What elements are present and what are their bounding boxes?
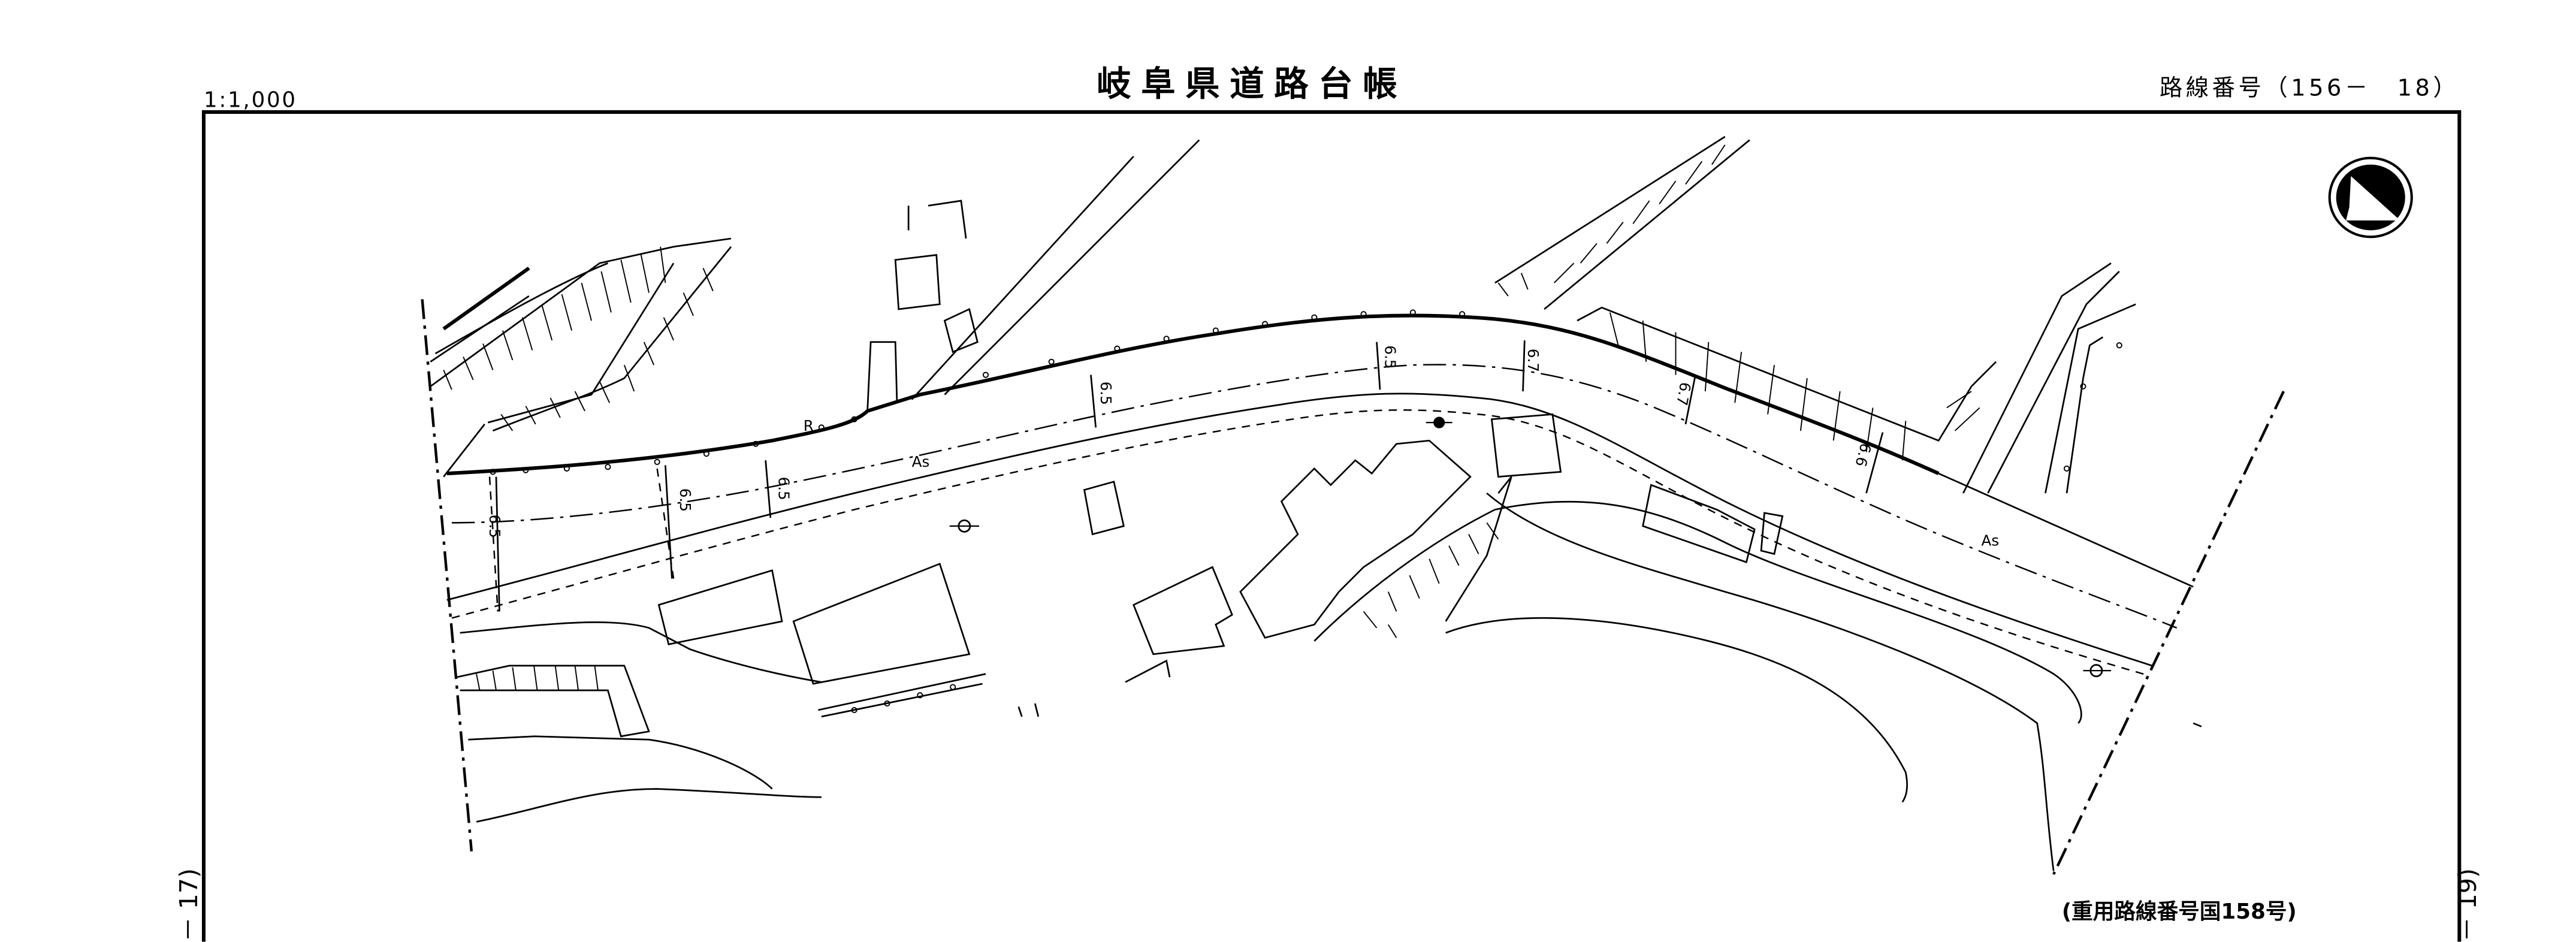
adjacent-sheet-right: － 19) — [2453, 868, 2482, 942]
road-centerline — [451, 364, 2178, 629]
width-label: 6.5 — [1097, 382, 1115, 405]
width-label: 6.5 — [677, 488, 694, 512]
surface-label: As — [1982, 532, 2000, 550]
scale-label: 1:1,000 — [204, 88, 297, 113]
width-label: 6.5 — [775, 477, 793, 500]
guardrail-posts — [490, 309, 2122, 713]
buildings — [657, 200, 1784, 717]
adjacent-sheet-left: － 17) — [174, 868, 203, 942]
map-frame — [201, 110, 2462, 942]
north-arrow-icon — [2328, 156, 2413, 238]
section-boundary-left — [421, 299, 473, 852]
page-title: 岐阜県道路台帳 — [1097, 64, 1407, 104]
width-label: 6.5 — [1381, 345, 1399, 369]
width-label: 6.5 — [486, 515, 503, 538]
width-label: 6.6 — [1852, 441, 1874, 468]
width-label: 6.7 — [1524, 349, 1542, 372]
route-number: 路線番号（156－ 18） — [2160, 75, 2459, 102]
road-edge-north — [446, 313, 1940, 476]
road-edge-south — [446, 393, 2153, 667]
survey-lines — [488, 468, 675, 612]
width-markers: 6.5 6.5 6.5 6.5 6.5 6.7 6.7 6.6 As As R — [486, 340, 2000, 612]
side-road-north — [911, 139, 1200, 400]
utility-markers — [949, 416, 2112, 678]
slope-hatch-northeast — [1494, 135, 2136, 494]
misc-label: R — [804, 417, 814, 434]
road-curb-line — [451, 409, 2149, 677]
section-boundary-right — [2052, 391, 2285, 875]
gate-post — [866, 341, 898, 411]
road-edge-north-east — [1938, 472, 2194, 588]
surface-label: As — [912, 453, 930, 470]
overlap-route-note: (重用路線番号国158号) — [2062, 899, 2297, 924]
slope-hatch-northwest — [430, 237, 732, 478]
width-label: 6.7 — [1673, 381, 1694, 407]
terrain-lines — [456, 476, 2202, 871]
